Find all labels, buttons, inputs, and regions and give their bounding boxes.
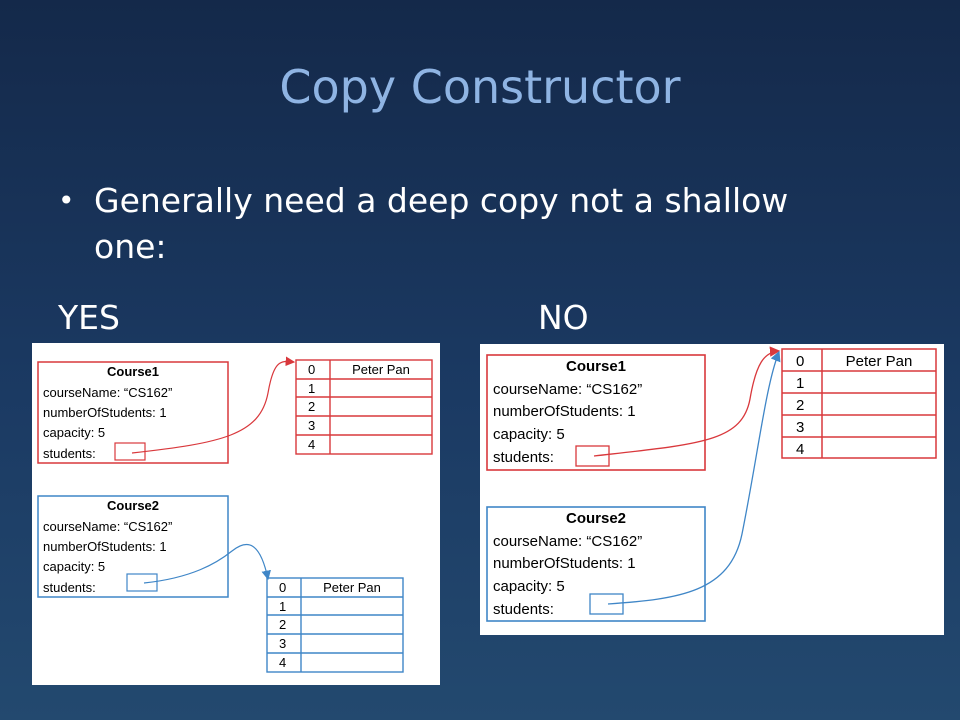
yes-course2-box: Course2 courseName: “CS162” numberOfStud… <box>37 495 229 598</box>
no-course2-pointer-arrow <box>607 350 781 605</box>
yes-course1-capacity: capacity: 5 <box>43 425 105 440</box>
yes-course2-pointer-arrow <box>143 543 271 584</box>
no-course2-course-name: courseName: “CS162” <box>493 533 642 550</box>
no-course1-pointer-slot <box>575 445 610 467</box>
yes-array2: 0 1 2 3 4 Peter Pan <box>266 577 404 673</box>
yes-array2-index-4: 4 <box>279 655 286 670</box>
yes-course1-pointer-arrow <box>131 356 296 454</box>
no-diagram-panel: Course1 courseName: “CS162” numberOfStud… <box>480 344 944 635</box>
yes-array2-index-2: 2 <box>279 617 286 632</box>
no-array-index-3: 3 <box>796 419 804 436</box>
yes-array1-index-1: 1 <box>308 381 315 396</box>
no-array: 0 1 2 3 4 Peter Pan <box>781 348 937 459</box>
no-course1-students: students: <box>493 449 554 466</box>
bullet-dot-icon: • <box>58 184 75 217</box>
no-course1-pointer-arrow <box>593 346 781 457</box>
yes-diagram: Course1 courseName: “CS162” numberOfStud… <box>37 356 433 673</box>
yes-array2-index-0: 0 <box>279 580 286 595</box>
yes-label: YES <box>58 298 120 337</box>
yes-course2-course-name: courseName: “CS162” <box>43 519 172 534</box>
yes-course2-name: Course2 <box>107 498 159 513</box>
no-array-index-1: 1 <box>796 375 804 392</box>
yes-array1-value-0: Peter Pan <box>352 362 410 377</box>
yes-course1-students: students: <box>43 446 96 461</box>
yes-course2-number-of-students: numberOfStudents: 1 <box>43 539 167 554</box>
no-course2-students: students: <box>493 601 554 618</box>
yes-array1-index-4: 4 <box>308 437 315 452</box>
yes-course1-name: Course1 <box>107 364 159 379</box>
yes-course1-course-name: courseName: “CS162” <box>43 385 172 400</box>
no-course2-pointer-slot <box>589 593 624 615</box>
bullet-text: Generally need a deep copy not a shallow… <box>94 181 789 266</box>
no-course2-box: Course2 courseName: “CS162” numberOfStud… <box>486 506 706 622</box>
no-course1-capacity: capacity: 5 <box>493 426 565 443</box>
yes-diagram-panel: Course1 courseName: “CS162” numberOfStud… <box>32 343 440 685</box>
no-array-index-2: 2 <box>796 397 804 414</box>
yes-array1-index-0: 0 <box>308 362 315 377</box>
yes-course1-number-of-students: numberOfStudents: 1 <box>43 405 167 420</box>
no-course1-course-name: courseName: “CS162” <box>493 381 642 398</box>
no-array-index-0: 0 <box>796 353 804 370</box>
yes-course2-pointer-slot <box>126 573 158 592</box>
yes-array1: 0 1 2 3 4 Peter Pan <box>295 359 433 455</box>
yes-array1-index-2: 2 <box>308 399 315 414</box>
no-label: NO <box>538 298 589 337</box>
no-course2-number-of-students: numberOfStudents: 1 <box>493 555 636 572</box>
no-course1-number-of-students: numberOfStudents: 1 <box>493 403 636 420</box>
no-course1-name: Course1 <box>566 358 626 375</box>
slide-title: Copy Constructor <box>279 60 681 114</box>
no-course1-box: Course1 courseName: “CS162” numberOfStud… <box>486 354 706 471</box>
no-diagram: Course1 courseName: “CS162” numberOfStud… <box>486 346 937 622</box>
yes-course1-box: Course1 courseName: “CS162” numberOfStud… <box>37 361 229 464</box>
no-course2-name: Course2 <box>566 510 626 527</box>
yes-array2-index-1: 1 <box>279 599 286 614</box>
yes-course2-capacity: capacity: 5 <box>43 559 105 574</box>
yes-array1-index-3: 3 <box>308 418 315 433</box>
yes-array2-value-0: Peter Pan <box>323 580 381 595</box>
yes-course2-students: students: <box>43 580 96 595</box>
no-array-value-0: Peter Pan <box>846 353 913 370</box>
yes-array2-index-3: 3 <box>279 636 286 651</box>
no-course2-capacity: capacity: 5 <box>493 578 565 595</box>
no-array-index-4: 4 <box>796 441 804 458</box>
